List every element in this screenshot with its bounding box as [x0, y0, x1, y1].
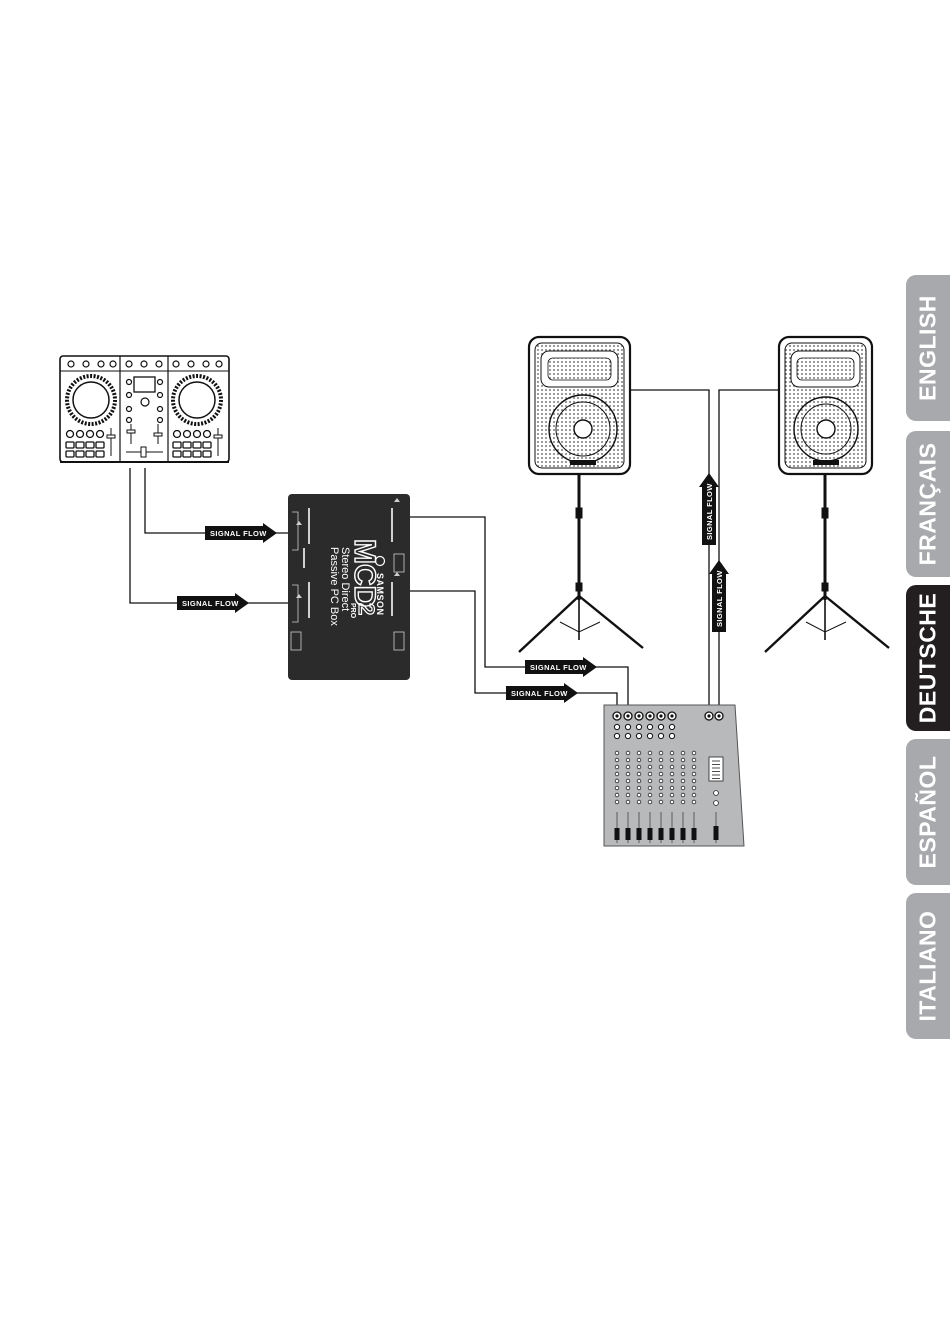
- left-speaker-stand: [519, 474, 643, 652]
- tab-deutsche[interactable]: DEUTSCHE: [906, 585, 950, 731]
- tab-italiano-label: ITALIANO: [915, 911, 942, 1022]
- cable-controller-to-box-top: [145, 468, 292, 533]
- cable-box-to-mixer-top: [410, 517, 628, 712]
- signal-flow-arrow-5: SIGNAL FLOW: [699, 473, 719, 545]
- signal-flow-label: SIGNAL FLOW: [182, 599, 239, 608]
- signal-flow-arrow-6: SIGNAL FLOW: [709, 560, 729, 632]
- dj-controller: [60, 356, 229, 462]
- right-speaker: [779, 337, 872, 474]
- signal-flow-arrow-4: SIGNAL FLOW: [506, 683, 578, 703]
- signal-flow-label: SIGNAL FLOW: [511, 689, 568, 698]
- tab-francais[interactable]: FRANÇAIS: [906, 431, 950, 577]
- signal-flow-label: SIGNAL FLOW: [705, 483, 714, 540]
- direct-box: MCD 2 PRO Stereo Direct Passive PC Box S…: [288, 494, 410, 680]
- right-speaker-stand: [765, 474, 889, 652]
- tab-espanol[interactable]: ESPAÑOL: [906, 739, 950, 885]
- cable-mixer-to-right-speaker: [719, 390, 783, 712]
- signal-flow-label: SIGNAL FLOW: [715, 570, 724, 627]
- tab-english[interactable]: ENGLISH: [906, 275, 950, 421]
- signal-flow-label: SIGNAL FLOW: [530, 663, 587, 672]
- cable-mixer-to-left-speaker: [629, 390, 709, 712]
- mixer: [604, 705, 744, 846]
- tab-deutsche-label: DEUTSCHE: [915, 593, 942, 724]
- direct-box-line2: Passive PC Box: [328, 547, 340, 626]
- tab-espanol-label: ESPAÑOL: [915, 756, 942, 869]
- signal-flow-arrow-2: SIGNAL FLOW: [177, 593, 249, 613]
- direct-box-brand: SAMSON: [375, 573, 385, 616]
- left-speaker: [529, 337, 630, 474]
- tab-italiano[interactable]: ITALIANO: [906, 893, 950, 1039]
- signal-flow-arrow-1: SIGNAL FLOW: [205, 523, 277, 543]
- signal-flow-label: SIGNAL FLOW: [210, 529, 267, 538]
- tab-english-label: ENGLISH: [915, 295, 942, 401]
- tab-francais-label: FRANÇAIS: [915, 443, 942, 566]
- signal-flow-arrow-3: SIGNAL FLOW: [525, 657, 597, 677]
